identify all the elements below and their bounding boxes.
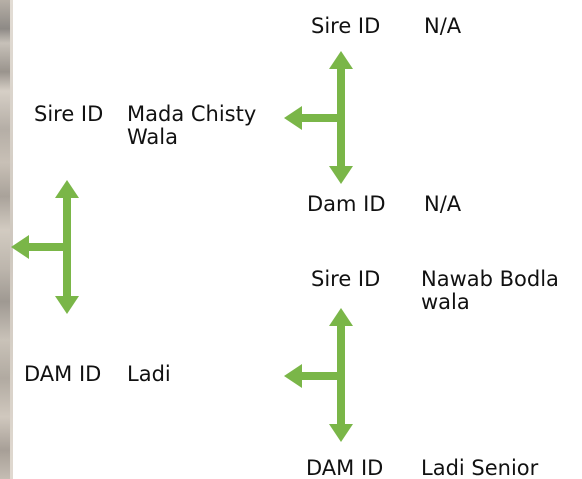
dam-sire-value: Nawab Bodla wala xyxy=(421,267,559,314)
main-arrow-up-arrowhead xyxy=(55,180,79,198)
sire-dam-value: N/A xyxy=(424,192,462,216)
sire-sire-value: N/A xyxy=(424,14,462,38)
sire-sire-label: Sire ID xyxy=(311,14,381,38)
dam-parents-arrow-down-arrowhead xyxy=(329,424,353,442)
sire-dam-label: Dam ID xyxy=(307,192,386,216)
dam-sire-label: Sire ID xyxy=(311,267,381,291)
main-arrow-left-shaft xyxy=(28,243,67,251)
dam-dam-label: DAM ID xyxy=(306,456,384,479)
dam-label: DAM ID xyxy=(24,362,102,386)
sire-parents-arrow-left-arrowhead xyxy=(284,106,302,130)
dam-parents-arrow-left-shaft xyxy=(301,372,341,380)
sire-label: Sire ID xyxy=(34,102,104,126)
sire-parents-arrow-left-shaft xyxy=(301,114,341,122)
sire-parents-arrow-down-arrowhead xyxy=(329,166,353,184)
main-arrow-left-arrowhead xyxy=(11,235,29,259)
dam-name: Ladi xyxy=(127,362,171,386)
sire-name: Mada Chisty Wala xyxy=(127,102,257,149)
background-photo-strip xyxy=(0,0,13,479)
main-arrow-down-arrowhead xyxy=(55,296,79,314)
dam-dam-value: Ladi Senior xyxy=(421,456,539,479)
dam-parents-arrow-up-arrowhead xyxy=(329,308,353,326)
dam-parents-arrow-left-arrowhead xyxy=(284,364,302,388)
sire-parents-arrow-up-arrowhead xyxy=(329,51,353,69)
